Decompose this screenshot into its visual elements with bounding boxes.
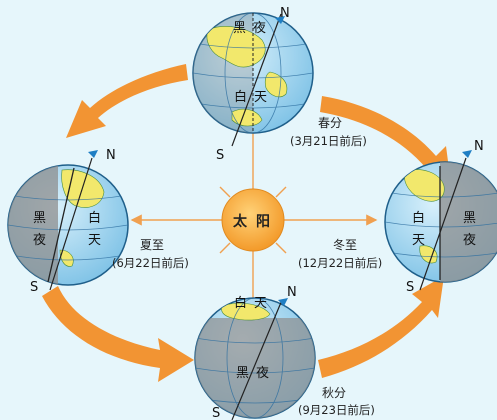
orbit-arrows <box>42 64 452 382</box>
day-label-bottom-2: 天 <box>254 296 268 311</box>
night-label-bottom-2: 夜 <box>256 366 270 381</box>
autumn-name: 秋分 <box>322 386 347 400</box>
day-label-right-1: 白 <box>412 211 426 226</box>
orbit-arrow-bottom-left <box>42 286 194 382</box>
day-label-right-2: 天 <box>412 233 426 248</box>
night-label-right-2: 夜 <box>463 233 477 248</box>
sun-label-1: 太 <box>233 214 247 230</box>
north-label-top: N <box>280 6 290 21</box>
night-label-right-1: 黑 <box>463 211 477 226</box>
orbit-arrow-top-right <box>320 96 452 192</box>
globe-december <box>384 150 497 291</box>
night-label-top-2: 夜 <box>253 21 267 36</box>
winter-date: (12月22日前后) <box>298 256 383 270</box>
south-label-bottom: S <box>212 406 221 420</box>
globe-september <box>194 297 316 420</box>
globe-june <box>7 150 129 291</box>
summer-name: 夏至 <box>140 238 165 252</box>
day-label-top-1: 白 <box>234 90 248 105</box>
night-label-left-2: 夜 <box>33 233 47 248</box>
north-label-bottom: N <box>287 285 297 300</box>
autumn-date: (9月23日前后) <box>298 403 375 417</box>
summer-date: (6月22日前后) <box>112 256 189 270</box>
winter-name: 冬至 <box>333 238 358 252</box>
day-label-left-1: 白 <box>88 211 102 226</box>
orbit-arrow-top-left <box>66 64 188 138</box>
night-label-left-1: 黑 <box>33 211 47 226</box>
sun <box>221 188 285 252</box>
north-label-left: N <box>106 148 116 163</box>
sun-label-2: 阳 <box>256 214 270 230</box>
day-label-top-2: 天 <box>254 90 268 105</box>
night-label-bottom-1: 黑 <box>236 366 250 381</box>
night-label-top-1: 黑 <box>233 21 247 36</box>
south-label-left: S <box>30 280 39 295</box>
day-label-bottom-1: 白 <box>234 296 248 311</box>
orbit-arrow-bottom-right <box>318 276 444 378</box>
spring-date: (3月21日前后) <box>290 134 367 148</box>
south-label-right: S <box>406 280 415 295</box>
north-label-right: N <box>474 139 484 154</box>
spring-name: 春分 <box>318 116 343 130</box>
south-label-top: S <box>216 148 225 163</box>
day-label-left-2: 天 <box>88 233 102 248</box>
